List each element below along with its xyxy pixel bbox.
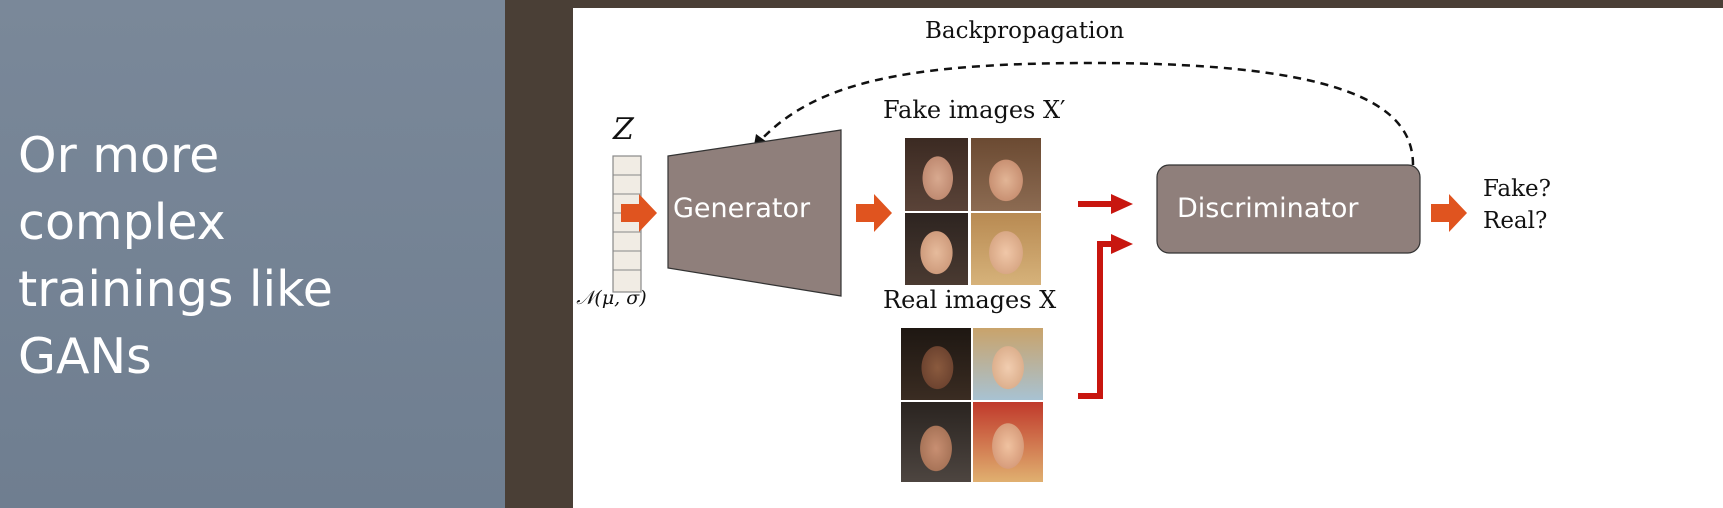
- arrow-generator-to-fake: [856, 194, 892, 232]
- real-image-3: [901, 402, 971, 482]
- z-label: Z: [613, 112, 634, 147]
- real-image-1: [901, 328, 971, 400]
- latent-vector: [612, 155, 642, 293]
- output-fake-label: Fake?: [1483, 176, 1551, 202]
- gan-diagram: Backpropagation Z Z ~ 𝒩(μ, σ) Fake image…: [573, 8, 1723, 508]
- arrow-fake-to-discriminator: [1078, 194, 1133, 214]
- arrow-discriminator-to-output: [1431, 194, 1467, 232]
- slide-title-line-3: trainings like: [18, 261, 333, 318]
- generator-block: [667, 129, 842, 297]
- discriminator-block: [1156, 164, 1421, 254]
- slide-title-line-2: complex: [18, 194, 226, 251]
- fake-image-3: [905, 213, 968, 285]
- slide-title-panel: Or more complex trainings like GANs: [0, 0, 505, 508]
- z-distribution-label: Z ~ 𝒩(μ, σ): [573, 287, 647, 309]
- arrow-real-to-discriminator: [1078, 234, 1133, 399]
- generator-label: Generator: [673, 193, 811, 224]
- fake-images-label: Fake images X′: [883, 96, 1066, 124]
- real-image-2: [973, 328, 1043, 400]
- slide-title: Or more complex trainings like GANs: [18, 122, 488, 390]
- fake-image-2: [971, 138, 1041, 211]
- discriminator-label: Discriminator: [1177, 193, 1359, 224]
- output-real-label: Real?: [1483, 208, 1548, 234]
- slide-title-line-4: GANs: [18, 328, 152, 385]
- real-images-label: Real images X: [883, 286, 1057, 314]
- arrow-z-to-generator: [621, 194, 657, 232]
- slide-title-line-1: Or more: [18, 127, 220, 184]
- real-image-4: [973, 402, 1043, 482]
- gan-diagram-svg: [612, 61, 1467, 399]
- fake-image-1: [905, 138, 968, 211]
- frame-divider: [505, 0, 573, 508]
- backprop-arrow: [757, 61, 1415, 166]
- backprop-label: Backpropagation: [925, 18, 1125, 44]
- fake-image-4: [971, 213, 1041, 285]
